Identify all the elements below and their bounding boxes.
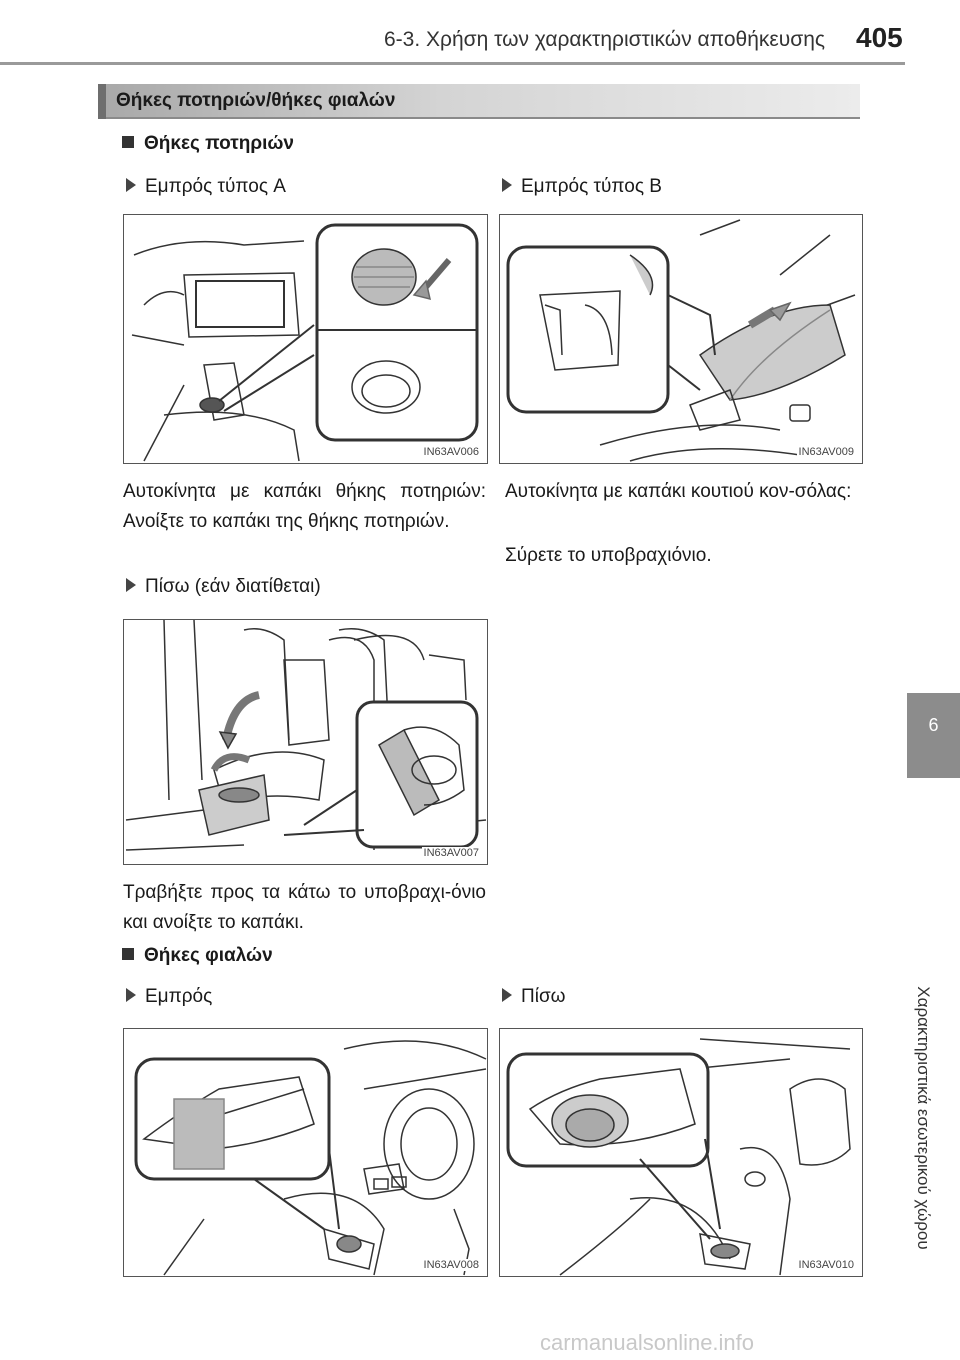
figure-front-cup-holder-type-b: IN63AV009 [499, 214, 863, 464]
front-type-a-label: Εμπρός τύπος A [126, 176, 286, 198]
bottle-holders-heading-text: Θήκες φιαλών [144, 945, 273, 966]
triangle-bullet-icon [126, 578, 136, 592]
chapter-side-label-text: Χαρακτηριστικά εσωτερικού χώρου [914, 986, 933, 1250]
figure-code: IN63AV006 [421, 446, 481, 458]
front-type-a-label-text: Εμπρός τύπος A [145, 176, 286, 197]
figure-rear-bottle-holder: IN63AV010 [499, 1028, 863, 1277]
front-type-b-label: Εμπρός τύπος B [502, 176, 662, 198]
bottle-front-label: Εμπρός [126, 986, 212, 1008]
front-type-a-text: Αυτοκίνητα με καπάκι θήκης ποτηριών: Ανο… [123, 481, 486, 532]
figure-code: IN63AV008 [421, 1259, 481, 1271]
chapter-tab: 6 [907, 693, 960, 778]
header-rule [0, 62, 905, 65]
figure-front-bottle-holder: IN63AV008 [123, 1028, 488, 1277]
front-type-b-label-text: Εμπρός τύπος B [521, 176, 662, 197]
page-header-title: 6-3. Χρήση των χαρακτηριστικών αποθήκευσ… [384, 28, 825, 51]
page-number: 405 [856, 22, 903, 53]
cup-holders-heading: Θήκες ποτηριών [122, 133, 294, 155]
figure-rear-cup-holder: IN63AV007 [123, 619, 488, 865]
triangle-bullet-icon [502, 988, 512, 1002]
figure-code: IN63AV007 [421, 847, 481, 859]
front-type-b-text-1: Αυτοκίνητα με καπάκι κουτιού κον-σόλας: [505, 481, 852, 502]
figure-code: IN63AV010 [796, 1259, 856, 1271]
bottle-front-label-text: Εμπρός [145, 986, 213, 1007]
section-bar-accent [98, 84, 106, 119]
front-type-b-text-2: Σύρετε το υποβραχιόνιο. [505, 545, 712, 566]
triangle-bullet-icon [502, 178, 512, 192]
bottle-rear-label: Πίσω [502, 986, 566, 1008]
bottle-holders-heading: Θήκες φιαλών [122, 945, 273, 967]
section-title: Θήκες ποτηριών/θήκες φιαλών [116, 90, 396, 111]
square-bullet-icon [122, 136, 134, 148]
bottle-rear-label-text: Πίσω [521, 986, 566, 1007]
figure-code: IN63AV009 [796, 446, 856, 458]
rear-cup-label: Πίσω (εάν διατίθεται) [126, 576, 321, 598]
square-bullet-icon [122, 948, 134, 960]
figure-front-cup-holder-type-a: IN63AV006 [123, 214, 488, 464]
cup-holders-heading-text: Θήκες ποτηριών [144, 133, 294, 154]
triangle-bullet-icon [126, 178, 136, 192]
watermark: carmanualsonline.info [540, 1330, 755, 1355]
rear-cup-text: Τραβήξτε προς τα κάτω το υποβραχι-όνιο κ… [123, 882, 486, 933]
section-title-bar: Θήκες ποτηριών/θήκες φιαλών [98, 84, 860, 119]
triangle-bullet-icon [126, 988, 136, 1002]
rear-cup-label-text: Πίσω (εάν διατίθεται) [145, 576, 321, 597]
